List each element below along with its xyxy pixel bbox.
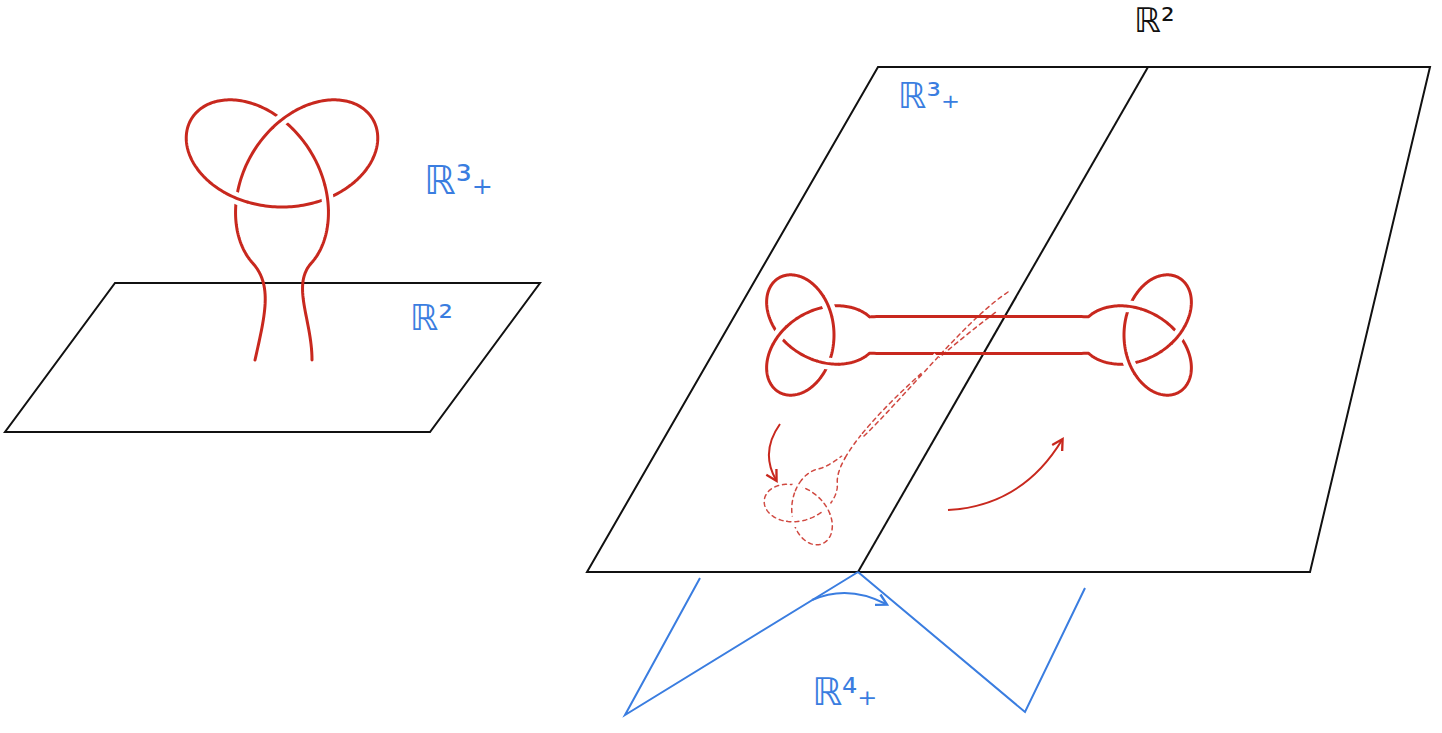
crossing-over-strand [325,185,328,209]
crossing-gap [787,516,801,527]
crossing-over-strand [922,357,938,374]
crossing-gap [823,502,830,514]
rotating-knot-copy [845,436,860,458]
crossing-over-strand [795,480,802,492]
crossing-gap [1126,354,1134,374]
crossing-gap [824,297,832,317]
crossing-gap [817,361,838,364]
boundary-line [858,67,1148,572]
knotted-arc [186,100,378,360]
knotted-arc [273,112,293,127]
rotating-knot-copy [823,502,830,514]
rotation-arrow [812,593,886,604]
crossing-gap [845,436,860,458]
crossing-gap [225,193,248,203]
crossing-over-strand [225,193,248,203]
crossing-gap [1120,306,1141,309]
crossing-over-strand [817,361,838,364]
crossing-gap [795,480,802,492]
crossing-gap [1172,326,1185,343]
spun-knot [1120,306,1141,309]
crossing-over-strand [787,521,801,523]
spun-knot [1172,326,1185,343]
rotating-knot-copy [764,292,1008,545]
crossing-over-strand [1172,326,1185,343]
motion-arrow [769,424,780,480]
crossing-over-strand [1126,354,1134,374]
crossing-over-strand [773,327,786,344]
knotted-arc [225,193,248,203]
space-label: ℝ² [1134,2,1175,39]
crossing-gap [922,357,938,374]
spun-knot [773,327,786,344]
spun-knot [824,297,832,317]
crossing-over-strand [824,297,832,317]
rotating-knot-copy [787,520,801,522]
spun-knot [767,275,1192,395]
spun-knot [817,361,838,364]
space-label: ℝ³₊ [898,76,960,116]
crossing-over-strand [1120,306,1141,309]
rotating-knot-copy [795,480,802,492]
crossing-over-strand [845,436,860,458]
boundary-plane [5,283,540,432]
crossing-gap [773,327,786,344]
spun-knot [1126,354,1134,374]
half-space-plane [587,67,1430,572]
rotating-knot-copy [922,357,938,374]
crossing-over-strand [823,502,830,514]
spun-knot [860,310,870,316]
space-label: ℝ⁴₊ [812,672,877,714]
knotted-arc [325,185,328,209]
space-label: ℝ² [410,298,453,338]
rotation-wedge [858,572,1085,712]
crossing-gap [325,185,328,209]
space-label: ℝ³₊ [424,158,493,202]
crossing-over-strand [860,310,870,316]
crossing-gap [273,112,293,127]
motion-arrow [948,440,1062,510]
crossing-gap [860,310,870,316]
crossing-over-strand [273,112,293,127]
